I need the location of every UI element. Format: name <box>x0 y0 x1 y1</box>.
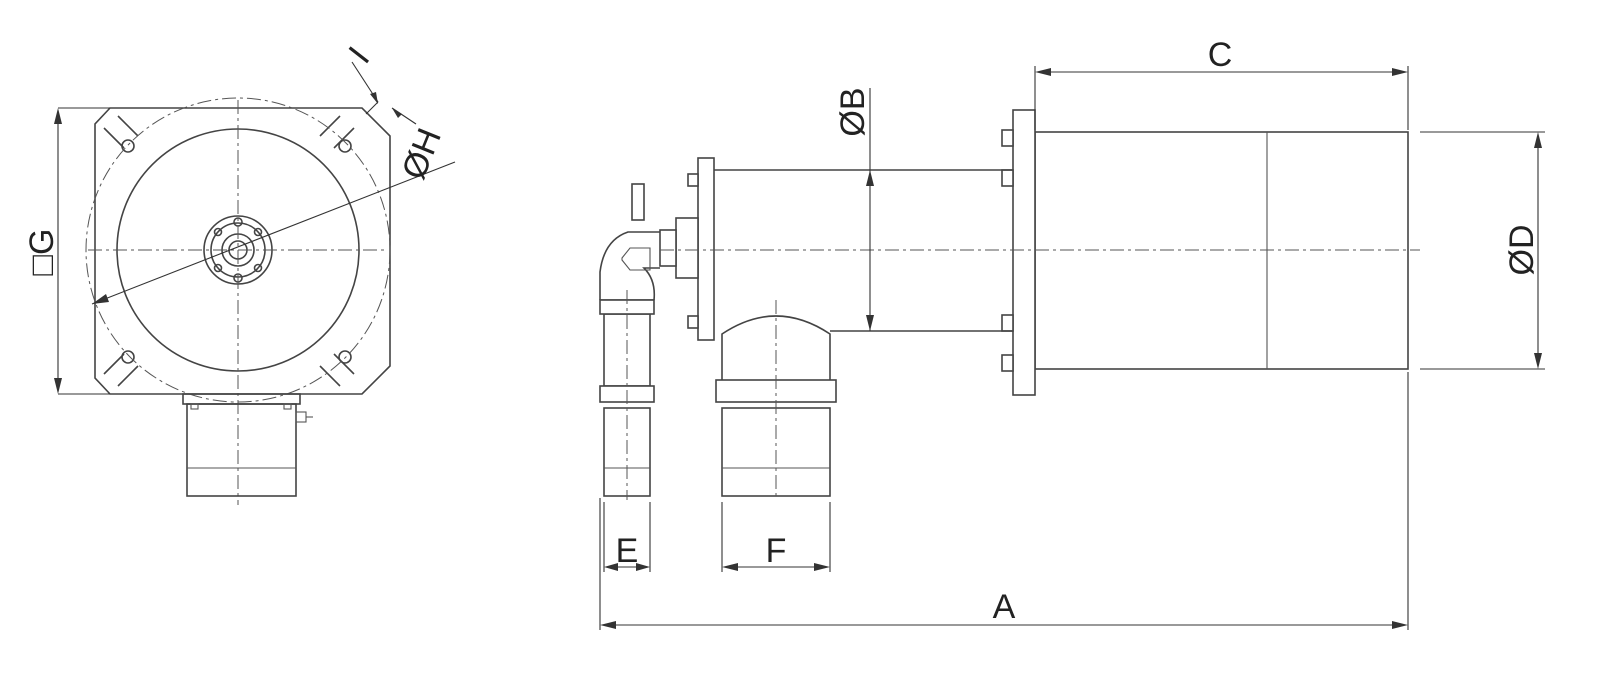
label-f: F <box>766 532 787 570</box>
dimension-f <box>721 502 831 572</box>
dome-pipe <box>721 315 831 380</box>
dimension-h <box>91 161 456 305</box>
square-flange <box>94 107 391 395</box>
dimension-i <box>351 61 417 125</box>
dimension-g <box>54 107 110 395</box>
side-nipple <box>295 411 307 423</box>
dimension-a <box>599 372 1409 630</box>
bottom-flange <box>182 393 301 405</box>
bottom-pipe <box>186 403 297 497</box>
label-d: ØD <box>1503 225 1541 276</box>
front-view: □G ØH I <box>23 40 456 505</box>
small-flange <box>697 157 715 341</box>
label-h: ØH <box>395 123 449 185</box>
label-c: C <box>1208 36 1233 74</box>
elbow-pipe <box>599 231 660 301</box>
dimension-d <box>1420 131 1545 370</box>
connector-block <box>675 217 699 279</box>
label-e: E <box>616 532 639 570</box>
label-b: ØB <box>834 87 872 136</box>
side-view: A C ØB ØD <box>599 36 1545 630</box>
dimension-c <box>1034 66 1409 130</box>
label-i: I <box>341 40 377 71</box>
label-a: A <box>993 588 1016 626</box>
corner-holes <box>103 115 355 387</box>
label-g: □G <box>23 229 61 276</box>
dimension-b <box>866 88 874 331</box>
dimension-e <box>603 502 651 572</box>
big-flange <box>1012 109 1036 396</box>
